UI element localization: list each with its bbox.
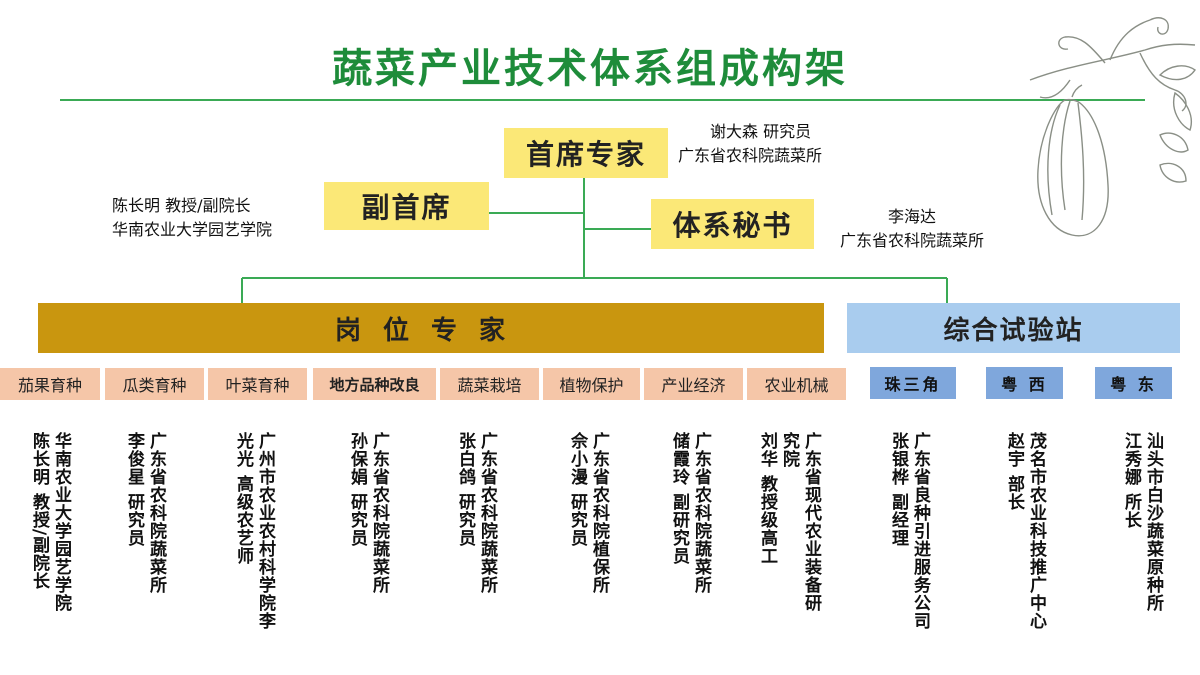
category-tomato-breeding: 茄果育种 [0,368,100,400]
region-east: 粤 东 [1095,367,1172,399]
deputy-chief-org: 华南农业大学园艺学院 [112,220,273,239]
stations-bar: 综合试验站 [847,303,1180,353]
category-local-variety: 地方品种改良 [313,368,436,400]
expert-line: 李俊星 研究员 [124,432,144,547]
station-column: 广东省良种引进服务公司 张银桦 副经理 [887,432,931,630]
chief-expert-org: 广东省农科院蔬菜所 [678,146,823,165]
expert-line: 张白鸽 研究员 [455,432,475,547]
expert-line: 华南农业大学园艺学院 [51,432,71,612]
station-column: 汕头市白沙蔬菜原种所 江秀娜 所长 [1120,432,1164,612]
category-leafy-breeding: 叶菜育种 [208,368,307,400]
deputy-chief-box: 副首席 [324,182,489,230]
expert-column: 广东省农科院蔬菜所 李俊星 研究员 [123,432,167,594]
category-economics: 产业经济 [644,368,743,400]
station-line: 汕头市白沙蔬菜原种所 [1143,432,1163,612]
chief-expert-name: 谢大森 研究员 [710,122,812,141]
expert-line: 广东省农科院蔬菜所 [477,432,497,594]
title-divider [60,99,1145,101]
region-pearl-delta: 珠三角 [870,367,956,399]
deputy-chief-info: 陈长明 教授/副院长 华南农业大学园艺学院 [112,194,272,242]
expert-line: 广东省农科院蔬菜所 [369,432,389,594]
expert-line: 刘华 教授级高工 [757,432,777,565]
expert-line: 广州市农业农村科学院李 [255,432,275,630]
expert-line: 陈长明 教授/副院长 [29,432,49,591]
category-melon-breeding: 瓜类育种 [105,368,204,400]
expert-line: 究院 [779,432,799,468]
expert-column: 广东省农科院蔬菜所 张白鸽 研究员 [454,432,498,594]
category-plant-protection: 植物保护 [543,368,640,400]
post-experts-bar: 岗位专家 [38,303,824,353]
expert-column: 广东省现代农业装备研 究院 刘华 教授级高工 [756,432,822,612]
station-line: 张银桦 副经理 [888,432,908,547]
chief-expert-box: 首席专家 [504,128,668,178]
expert-column: 华南农业大学园艺学院 陈长明 教授/副院长 [28,432,72,612]
expert-column: 广东省农科院蔬菜所 储霞玲 副研究员 [668,432,712,594]
expert-line: 储霞玲 副研究员 [669,432,689,565]
expert-line: 广东省农科院植保所 [589,432,609,594]
station-line: 广东省良种引进服务公司 [910,432,930,630]
deputy-chief-name: 陈长明 教授/副院长 [112,196,251,215]
station-line: 赵宇 部长 [1004,432,1024,511]
page-title: 蔬菜产业技术体系组成构架 [332,45,848,92]
station-column: 茂名市农业科技推广中心 赵宇 部长 [1003,432,1047,630]
category-machinery: 农业机械 [747,368,846,400]
station-line: 茂名市农业科技推广中心 [1026,432,1046,630]
station-line: 江秀娜 所长 [1121,432,1141,529]
expert-line: 广东省农科院蔬菜所 [691,432,711,594]
secretary-name: 李海达 [887,207,936,226]
secretary-org: 广东省农科院蔬菜所 [839,231,984,250]
chief-expert-info: 谢大森 研究员 广东省农科院蔬菜所 [678,120,822,168]
expert-column: 广州市农业农村科学院李 光光 高级农艺师 [232,432,276,630]
expert-line: 孙保娟 研究员 [347,432,367,547]
expert-line: 广东省现代农业装备研 [801,432,821,612]
expert-line: 光光 高级农艺师 [233,432,253,565]
secretary-box: 体系秘书 [651,199,814,249]
expert-line: 广东省农科院蔬菜所 [146,432,166,594]
region-west: 粤 西 [986,367,1063,399]
expert-line: 佘小漫 研究员 [567,432,587,547]
pumpkin-vine-illustration [1029,17,1196,237]
secretary-info: 李海达 广东省农科院蔬菜所 [822,205,1002,253]
expert-column: 广东省农科院植保所 佘小漫 研究员 [566,432,610,594]
expert-column: 广东省农科院蔬菜所 孙保娟 研究员 [346,432,390,594]
category-cultivation: 蔬菜栽培 [440,368,539,400]
